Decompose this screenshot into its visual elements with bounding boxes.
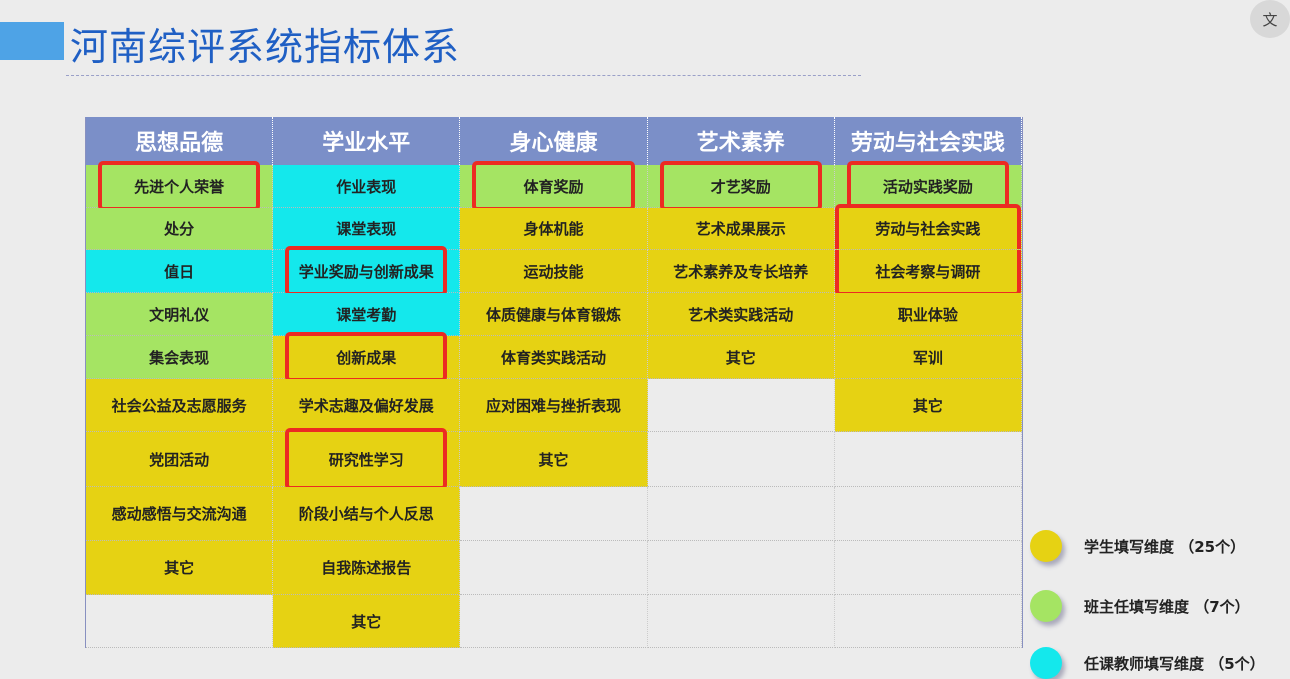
- indicator-cell: 社会公益及志愿服务: [86, 379, 274, 432]
- title-divider: [66, 75, 861, 76]
- empty-cell: [647, 487, 835, 541]
- empty-cell: [647, 541, 835, 595]
- empty-cell: [460, 541, 648, 595]
- indicator-cell: 艺术成果展示: [647, 208, 835, 250]
- indicator-cell: 研究性学习: [273, 428, 461, 490]
- indicator-cell: 其它: [460, 432, 648, 487]
- indicator-cell: 艺术类实践活动: [647, 293, 835, 336]
- legend-color-dot: [1030, 530, 1062, 562]
- column-header: 劳动与社会实践: [834, 117, 1022, 165]
- indicator-cell: 体育类实践活动: [460, 336, 648, 379]
- legend-color-dot: [1030, 590, 1062, 622]
- indicator-cell: 值日: [86, 250, 274, 293]
- translate-icon[interactable]: 文: [1250, 0, 1290, 38]
- empty-cell: [647, 379, 835, 432]
- indicator-cell: 其它: [647, 336, 835, 379]
- indicator-cell: 感动感悟与交流沟通: [86, 487, 274, 541]
- indicator-cell: 课堂表现: [273, 208, 461, 250]
- indicator-cell: 军训: [834, 336, 1022, 379]
- indicator-cell: 才艺奖励: [647, 161, 835, 211]
- indicator-cell: 体质健康与体育锻炼: [460, 293, 648, 336]
- indicator-cell: 学业奖励与创新成果: [273, 246, 461, 296]
- indicator-cell: 运动技能: [460, 250, 648, 293]
- indicator-cell: 体育奖励: [460, 161, 648, 211]
- indicator-cell: 社会考察与调研: [834, 250, 1022, 296]
- indicator-cell: 劳动与社会实践: [834, 204, 1022, 250]
- empty-cell: [647, 432, 835, 487]
- indicator-table: 思想品德先进个人荣誉处分值日文明礼仪集会表现社会公益及志愿服务党团活动感动感悟与…: [85, 117, 1023, 648]
- indicator-cell: 应对困难与挫折表现: [460, 379, 648, 432]
- legend-label: 学生填写维度 （25个）: [1084, 537, 1246, 556]
- title-accent-bar: [0, 22, 64, 60]
- legend-item: 任课教师填写维度 （5个）: [1030, 647, 1290, 679]
- column-header: 学业水平: [273, 117, 461, 165]
- indicator-cell: 其它: [834, 379, 1022, 432]
- indicator-cell: 阶段小结与个人反思: [273, 487, 461, 541]
- indicator-cell: 职业体验: [834, 293, 1022, 336]
- empty-cell: [834, 595, 1022, 648]
- indicator-cell: 文明礼仪: [86, 293, 274, 336]
- page-title: 河南综评系统指标体系: [70, 25, 461, 69]
- indicator-cell: 作业表现: [273, 165, 461, 208]
- empty-cell: [86, 595, 274, 648]
- legend-color-dot: [1030, 647, 1062, 679]
- indicator-cell: 身体机能: [460, 208, 648, 250]
- indicator-cell: 党团活动: [86, 432, 274, 487]
- indicator-cell: 课堂考勤: [273, 293, 461, 336]
- legend-item: 学生填写维度 （25个）: [1030, 530, 1290, 562]
- indicator-cell: 其它: [273, 595, 461, 648]
- empty-cell: [647, 595, 835, 648]
- empty-cell: [834, 487, 1022, 541]
- indicator-cell: 集会表现: [86, 336, 274, 379]
- column-header: 身心健康: [460, 117, 648, 165]
- indicator-cell: 先进个人荣誉: [86, 161, 274, 211]
- indicator-cell: 活动实践奖励: [834, 161, 1022, 211]
- empty-cell: [834, 541, 1022, 595]
- column-header: 艺术素养: [647, 117, 835, 165]
- empty-cell: [834, 432, 1022, 487]
- indicator-cell: 艺术素养及专长培养: [647, 250, 835, 293]
- empty-cell: [460, 487, 648, 541]
- indicator-cell: 处分: [86, 208, 274, 250]
- legend-item: 班主任填写维度 （7个）: [1030, 590, 1290, 622]
- empty-cell: [460, 595, 648, 648]
- indicator-cell: 学术志趣及偏好发展: [273, 379, 461, 432]
- indicator-cell: 创新成果: [273, 332, 461, 382]
- legend-label: 任课教师填写维度 （5个）: [1084, 654, 1265, 673]
- indicator-cell: 其它: [86, 541, 274, 595]
- legend-label: 班主任填写维度 （7个）: [1084, 597, 1250, 616]
- column-header: 思想品德: [86, 117, 274, 165]
- indicator-cell: 自我陈述报告: [273, 541, 461, 595]
